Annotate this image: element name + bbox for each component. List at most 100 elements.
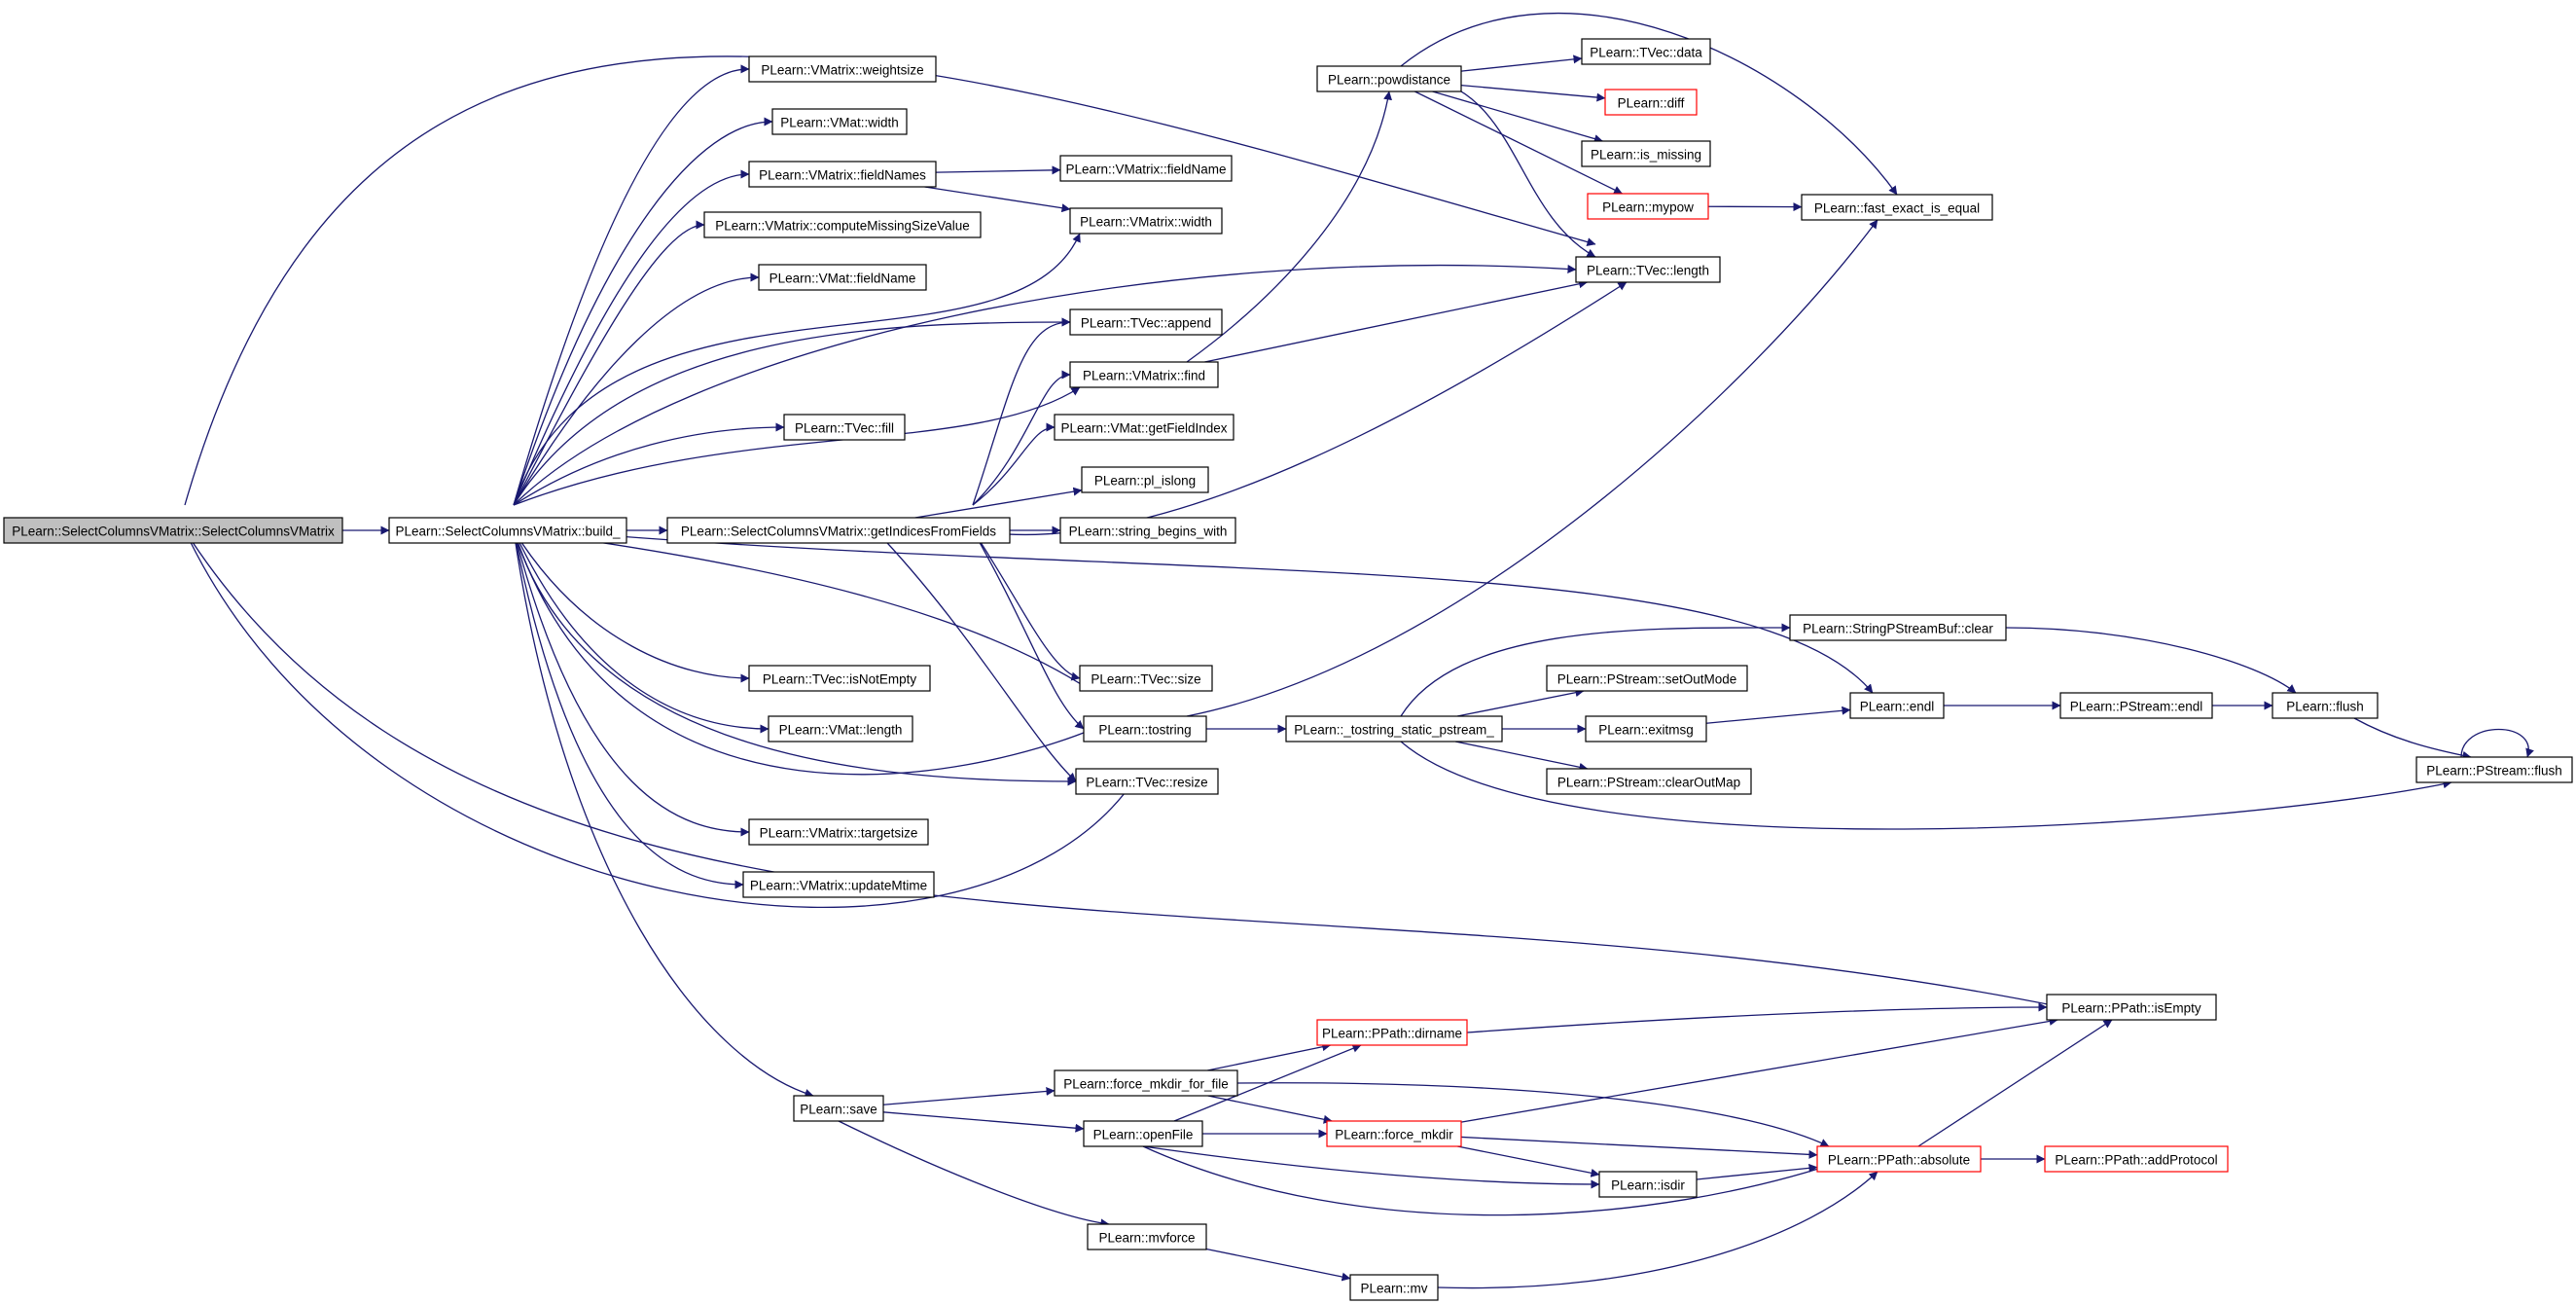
node-box — [1059, 517, 1236, 544]
call-edge-powdistance-to-tvecdata — [1460, 54, 1583, 72]
node-box — [2272, 692, 2379, 719]
node-getIndices[interactable]: PLearn::SelectColumnsVMatrix::getIndices… — [666, 517, 1011, 544]
node-mypow[interactable]: PLearn::mypow — [1587, 193, 1709, 220]
node-label: PLearn::VMatrix::targetsize — [760, 826, 918, 841]
node-box — [1849, 692, 1945, 719]
node-absolute[interactable]: PLearn::PPath::absolute — [1816, 1145, 1982, 1173]
call-edge-build-to-tvecsize — [513, 529, 1092, 692]
call-edge-forceMkdirForFile-to-absolute — [1236, 1082, 1830, 1147]
call-edge-find-to-powdistance — [1186, 91, 1392, 363]
node-tostring[interactable]: PLearn::tostring — [1083, 715, 1207, 743]
node-islong[interactable]: PLearn::pl_islong — [1081, 466, 1209, 493]
node-fastExact[interactable]: PLearn::fast_exact_is_equal — [1801, 194, 1993, 221]
node-vmxwidth[interactable]: PLearn::VMatrix::width — [1069, 207, 1223, 235]
node-vmatFieldName[interactable]: PLearn::VMat::fieldName — [758, 264, 927, 291]
node-forceMkdirForFile[interactable]: PLearn::force_mkdir_for_file — [1054, 1069, 1238, 1097]
call-edge-build-to-computeMissing — [513, 220, 705, 506]
node-box — [1083, 1120, 1203, 1147]
node-vmatLength[interactable]: PLearn::VMat::length — [768, 715, 913, 743]
node-powdistance[interactable]: PLearn::powdistance — [1316, 65, 1462, 92]
call-edge-build-to-vmxwidth — [513, 233, 1081, 506]
node-label: PLearn::VMatrix::width — [1080, 215, 1212, 230]
call-edge-root-to-isEmpty — [184, 529, 2063, 1010]
node-computeMissing[interactable]: PLearn::VMatrix::computeMissingSizeValue — [703, 211, 982, 238]
node-box — [748, 818, 929, 846]
node-tostringStatic[interactable]: PLearn::_tostring_static_pstream_ — [1285, 715, 1503, 743]
node-find[interactable]: PLearn::VMatrix::find — [1069, 361, 1219, 388]
call-edge-fieldNames-to-vmxwidth — [924, 186, 1071, 213]
call-edge-spsbClear-to-flush — [2005, 627, 2297, 694]
node-dirname[interactable]: PLearn::PPath::dirname — [1316, 1019, 1468, 1046]
node-build[interactable]: PLearn::SelectColumnsVMatrix::build_ — [388, 517, 627, 544]
node-tveclength[interactable]: PLearn::TVec::length — [1575, 256, 1721, 283]
node-exitmsg[interactable]: PLearn::exitmsg — [1585, 715, 1707, 743]
node-isNotEmpty[interactable]: PLearn::TVec::isNotEmpty — [748, 665, 931, 692]
node-resize[interactable]: PLearn::TVec::resize — [1075, 768, 1219, 795]
node-root[interactable]: PLearn::SelectColumnsVMatrix::SelectColu… — [3, 517, 343, 544]
node-label: PLearn::SelectColumnsVMatrix::getIndices… — [681, 525, 996, 539]
node-updateMtime[interactable]: PLearn::VMatrix::updateMtime — [742, 871, 935, 898]
node-label: PLearn::is_missing — [1591, 148, 1701, 163]
call-edge-build-to-find — [513, 386, 1081, 506]
call-edge-build-to-vmatwidth — [513, 117, 773, 506]
call-edge-build-to-fill — [513, 422, 785, 506]
node-label: PLearn::VMat::length — [779, 723, 903, 738]
node-label: PLearn::VMat::fieldName — [769, 272, 916, 286]
call-edge-dirname-to-isEmpty — [1466, 1002, 2048, 1033]
call-edge-openFile-to-isdir — [1142, 1145, 1600, 1189]
node-save[interactable]: PLearn::save — [793, 1095, 884, 1122]
call-edge-tostring-to-fastExact — [1186, 219, 1878, 717]
node-pstreamEndl[interactable]: PLearn::PStream::endl — [2059, 692, 2213, 719]
node-forceMkdir[interactable]: PLearn::force_mkdir — [1326, 1120, 1462, 1147]
node-vmatwidth[interactable]: PLearn::VMat::width — [771, 108, 908, 135]
call-edge-find-to-tveclength — [1204, 279, 1589, 363]
call-edge-getIndices-to-resize — [875, 529, 1077, 782]
node-label: PLearn::tostring — [1098, 723, 1191, 738]
call-edge-tostringStatic-to-setOutMode — [1456, 688, 1585, 717]
node-fieldName2[interactable]: PLearn::VMatrix::fieldName — [1059, 155, 1233, 182]
node-tvecsize[interactable]: PLearn::TVec::size — [1079, 665, 1213, 692]
node-box — [1069, 207, 1223, 235]
node-diff[interactable]: PLearn::diff — [1604, 89, 1698, 116]
node-label: PLearn::PPath::addProtocol — [2055, 1153, 2217, 1168]
node-label: PLearn::diff — [1618, 96, 1685, 111]
node-endl[interactable]: PLearn::endl — [1849, 692, 1945, 719]
node-fieldNames[interactable]: PLearn::VMatrix::fieldNames — [748, 161, 937, 188]
node-box — [1575, 256, 1721, 283]
node-label: PLearn::mypow — [1602, 200, 1694, 215]
call-edge-save-to-openFile — [882, 1111, 1085, 1133]
node-getFieldIndex[interactable]: PLearn::VMat::getFieldIndex — [1054, 414, 1234, 441]
node-box — [1054, 414, 1234, 441]
call-edge-tostringStatic-to-pstreamFlush — [1400, 741, 2452, 830]
node-beginsWith[interactable]: PLearn::string_begins_with — [1059, 517, 1236, 544]
node-append[interactable]: PLearn::TVec::append — [1069, 308, 1223, 336]
node-isEmpty[interactable]: PLearn::PPath::isEmpty — [2046, 994, 2217, 1021]
node-mv[interactable]: PLearn::mv — [1349, 1274, 1439, 1301]
node-isdir[interactable]: PLearn::isdir — [1598, 1171, 1698, 1198]
node-pstreamFlush[interactable]: PLearn::PStream::flush — [2415, 756, 2573, 783]
node-box — [1087, 1223, 1207, 1250]
node-label: PLearn::isdir — [1611, 1178, 1685, 1193]
node-box — [1316, 1019, 1468, 1046]
node-setOutMode[interactable]: PLearn::PStream::setOutMode — [1546, 665, 1748, 692]
call-edge-isdir-to-absolute — [1696, 1163, 1818, 1180]
node-box — [2415, 756, 2573, 783]
node-targetsize[interactable]: PLearn::VMatrix::targetsize — [748, 818, 929, 846]
node-addProtocol[interactable]: PLearn::PPath::addProtocol — [2044, 1145, 2229, 1173]
node-label: PLearn::TVec::resize — [1086, 776, 1207, 790]
node-mvforce[interactable]: PLearn::mvforce — [1087, 1223, 1207, 1250]
node-clearOutMap[interactable]: PLearn::PStream::clearOutMap — [1546, 768, 1752, 795]
node-label: PLearn::TVec::fill — [795, 421, 894, 436]
node-label: PLearn::TVec::size — [1091, 672, 1200, 687]
call-edge-build-to-tostring — [513, 529, 1094, 776]
call-edge-mvforce-to-mv — [1205, 1248, 1351, 1282]
node-flush[interactable]: PLearn::flush — [2272, 692, 2379, 719]
node-tvecdata[interactable]: PLearn::TVec::data — [1581, 38, 1711, 65]
node-spsbClear[interactable]: PLearn::StringPStreamBuf::clear — [1789, 614, 2007, 641]
node-ismissing[interactable]: PLearn::is_missing — [1581, 140, 1711, 167]
node-weightsize[interactable]: PLearn::VMatrix::weightsize — [748, 55, 937, 83]
call-edge-getIndices-to-tostring — [972, 529, 1085, 730]
node-label: PLearn::VMatrix::weightsize — [761, 63, 923, 78]
node-fill[interactable]: PLearn::TVec::fill — [783, 414, 906, 441]
node-openFile[interactable]: PLearn::openFile — [1083, 1120, 1203, 1147]
